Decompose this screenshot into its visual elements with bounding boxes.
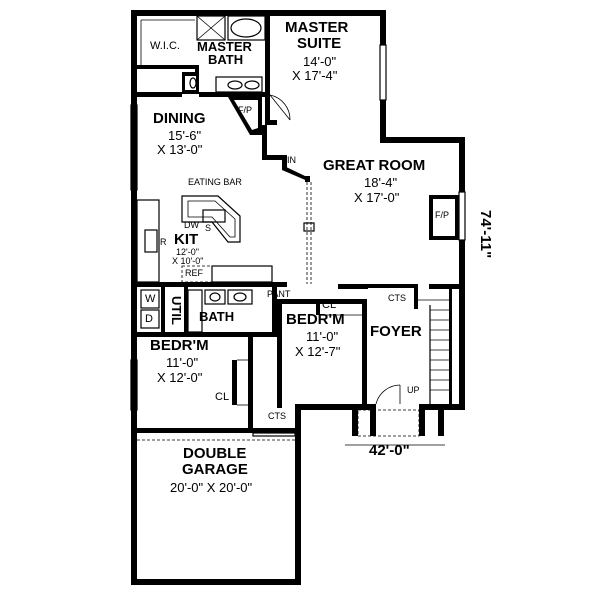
master-bath-label-2: BATH: [208, 52, 244, 67]
bedroom-left-label: BEDR'M: [150, 337, 209, 354]
dryer-label: D: [145, 313, 153, 325]
overall-width-label: 42'-0": [369, 442, 410, 459]
wic-label: W.I.C.: [150, 40, 180, 52]
cts-foyer-label: CTS: [388, 293, 406, 303]
kitchen-label: KIT: [174, 231, 199, 248]
kitchen-size-1: 12'-0": [176, 247, 199, 257]
kitchen-size-2: X 10'-0": [172, 256, 204, 266]
dining-width: 15'-6": [168, 128, 202, 143]
ref-label: REF: [185, 268, 203, 278]
garage-label-1: DOUBLE: [183, 445, 247, 462]
master-suite-width: 14'-0": [303, 54, 337, 69]
range-label: R: [160, 237, 167, 247]
great-room-label: GREAT ROOM: [323, 157, 426, 174]
master-bath-label-1: MASTER: [197, 39, 252, 54]
dw-label: DW: [184, 220, 199, 230]
great-room-width: 18'-4": [364, 175, 398, 190]
cl-center-label: CL: [322, 299, 337, 311]
master-suite-label-1: MASTER: [285, 19, 349, 36]
bedroom-center-label: BEDR'M: [286, 311, 345, 328]
bath-label: BATH: [199, 309, 235, 324]
foyer-label: FOYER: [370, 323, 422, 340]
garage-label-2: GARAGE: [182, 461, 248, 478]
exterior-walls: [131, 10, 465, 585]
bedroom-left-width: 11'-0": [166, 355, 199, 370]
pant-label: PANT: [267, 289, 291, 299]
lin-label: LIN: [282, 155, 297, 165]
fixtures-lines: [130, 15, 466, 446]
interior-walls: [137, 16, 459, 433]
cl-left-label: CL: [215, 391, 230, 403]
dining-depth: X 13'-0": [157, 142, 203, 157]
up-label: UP: [407, 385, 420, 395]
master-suite-depth: X 17'-4": [292, 68, 338, 83]
eating-bar-label: EATING BAR: [188, 177, 242, 187]
overall-depth-label: 74'-11": [477, 210, 494, 259]
cts-garage-label: CTS: [268, 411, 286, 421]
great-room-depth: X 17'-0": [354, 190, 400, 205]
garage-size: 20'-0" X 20'-0": [170, 480, 253, 495]
util-label: UTIL: [169, 296, 184, 325]
fp-great-label: F/P: [435, 210, 450, 220]
sink-label: S: [205, 223, 212, 233]
bedroom-left-depth: X 12'-0": [157, 370, 203, 385]
bedroom-center-width: 11'-0": [306, 329, 339, 344]
master-suite-label-2: SUITE: [297, 35, 342, 52]
bedroom-center-depth: X 12'-7": [295, 344, 341, 359]
washer-label: W: [145, 293, 156, 305]
dining-label: DINING: [153, 110, 206, 127]
fp-dining-label: F/P: [238, 105, 253, 115]
